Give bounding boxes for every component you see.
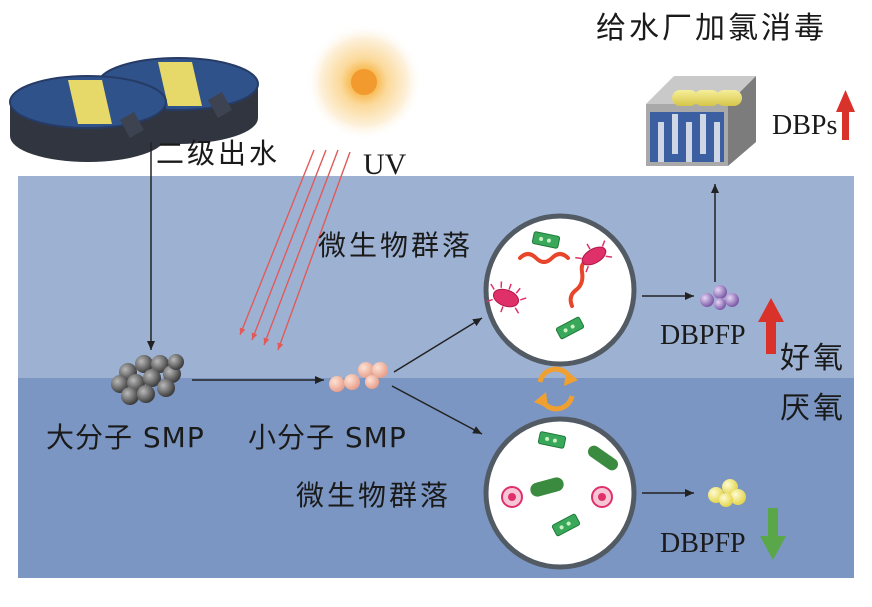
anaerobic-water-zone — [18, 378, 854, 578]
flow-arrows — [147, 142, 719, 497]
secondary-effluent-label: 二级出水 — [156, 137, 281, 170]
dbps-label: DBPs — [772, 110, 838, 141]
plant-disinfection-label: 给水厂加氯消毒 — [596, 11, 827, 46]
water-plant-icon — [646, 76, 756, 166]
uv-rays — [239, 149, 351, 351]
large-smp-molecule-cluster-icon — [111, 354, 184, 405]
small-smp-label: 小分子 SMP — [248, 421, 407, 454]
aerobic-dbpfp-label: DBPFP — [660, 320, 746, 351]
anaerobic-zone-label: 厌氧 — [780, 391, 846, 426]
aerobic-community-label: 微生物群落 — [318, 229, 474, 262]
dbpfp-decrease-arrow-icon — [760, 508, 786, 560]
anaerobic-community-label: 微生物群落 — [296, 479, 452, 512]
clarifier-tanks-icon — [9, 57, 259, 162]
small-smp-molecule-cluster-icon — [329, 362, 388, 392]
aerobic-community-bacteria-icon — [483, 213, 637, 367]
exchange-arrows-icon — [534, 366, 578, 412]
sun-icon — [306, 24, 422, 140]
aerobic-dbpfp-molecule-cluster-icon — [700, 285, 739, 310]
dbps-increase-arrow-icon — [836, 90, 855, 140]
anaerobic-community-bacteria-icon — [483, 416, 637, 570]
dbpfp-increase-arrow-icon — [758, 298, 784, 354]
anaerobic-dbpfp-molecule-cluster-icon — [708, 479, 746, 507]
large-smp-label: 大分子 SMP — [46, 421, 205, 454]
uv-label: UV — [363, 148, 407, 181]
anaerobic-dbpfp-label: DBPFP — [660, 528, 746, 559]
aerobic-zone-label: 好氧 — [780, 341, 846, 376]
